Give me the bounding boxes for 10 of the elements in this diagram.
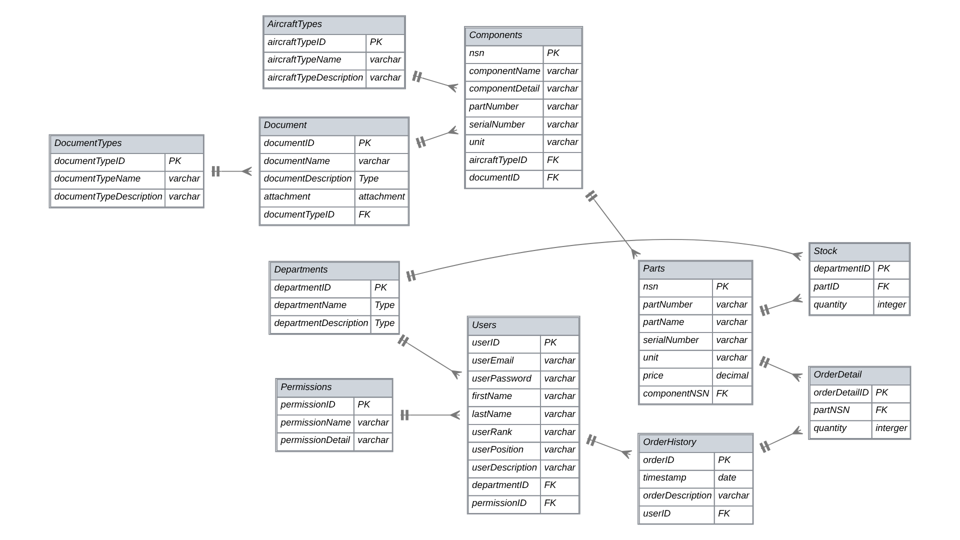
connector [400, 410, 460, 420]
connector [586, 434, 632, 460]
connector [759, 426, 804, 454]
connector [406, 239, 804, 282]
connector [211, 166, 252, 176]
connector [585, 190, 642, 260]
connector [416, 125, 459, 148]
connector [397, 334, 462, 380]
connector [759, 356, 804, 382]
connector [412, 70, 459, 93]
